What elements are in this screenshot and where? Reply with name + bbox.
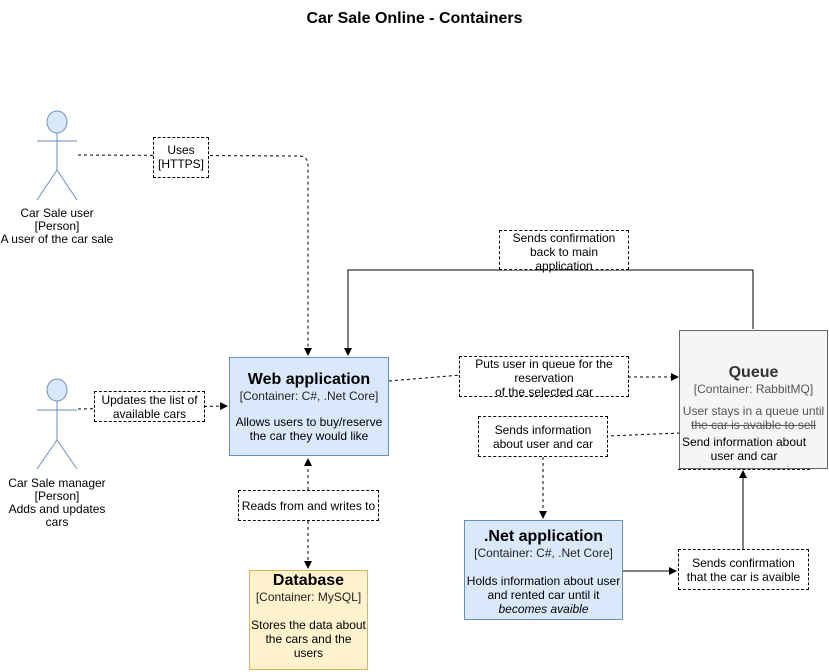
net-desc-line2: and rented car until it <box>487 588 600 602</box>
puts-queue-line2: reservation <box>514 371 574 385</box>
queue-name: Queue <box>728 364 779 381</box>
diagram-title: Car Sale Online - Containers <box>306 10 523 27</box>
puts-queue-connector <box>388 375 678 381</box>
confirm-back-line3: application <box>535 259 593 273</box>
puts-queue-line1: Puts user in queue for the <box>475 357 613 371</box>
user-type: [Person] <box>34 219 80 233</box>
user-actor-label: Car Sale user [Person] A user of the car… <box>0 207 118 246</box>
reads-writes-line1: Reads from and writes to <box>241 499 376 513</box>
queue-container[interactable]: Queue [Container: RabbitMQ] User stays i… <box>679 330 828 469</box>
web-application-name: Web application <box>247 371 371 388</box>
sends-info-label[interactable]: Sends information about user and car <box>478 416 608 457</box>
db-desc-line1: Stores the data about <box>251 618 366 632</box>
manager-description-2: cars <box>45 515 69 529</box>
uses-connector <box>77 154 312 356</box>
updates-label-line2: available cars <box>112 407 187 421</box>
database-container[interactable]: Database [Container: MySQL] Stores the d… <box>249 570 368 670</box>
manager-actor-label: Car Sale manager [Person] Adds and updat… <box>2 477 112 529</box>
manager-actor-figure <box>36 378 78 470</box>
queue-desc-line2: the car is avaible to sell <box>691 418 816 432</box>
net-desc-line1: Holds information about user <box>466 574 621 588</box>
web-application-description: Allows users to buy/reserve the car they… <box>230 415 388 443</box>
queue-description: User stays in a queue until the car is a… <box>680 404 827 432</box>
uses-label-line2: [HTTPS] <box>157 157 204 171</box>
manager-description-1: Adds and updates <box>8 502 106 516</box>
uses-label[interactable]: Uses [HTTPS] <box>153 137 209 178</box>
web-application-tech: [Container: C#, .Net Core] <box>239 389 379 403</box>
net-application-container[interactable]: .Net application [Container: C#, .Net Co… <box>464 520 623 620</box>
database-tech: [Container: MySQL] <box>255 590 362 604</box>
confirm-available-line2: that the car is avaible <box>686 570 801 584</box>
user-name: Car Sale user <box>20 206 94 220</box>
queue-sends-info-label[interactable]: Send information about user and car <box>678 435 810 470</box>
user-description: A user of the car sale <box>0 232 114 246</box>
queue-sends-info-line2: user and car <box>710 449 778 463</box>
database-name: Database <box>272 572 345 589</box>
confirm-back-line1: Sends confirmation <box>512 231 616 245</box>
queue-desc-line1: User stays in a queue until <box>682 404 825 418</box>
sends-info-connector <box>543 432 681 518</box>
manager-type: [Person] <box>34 489 80 503</box>
sends-info-line1: Sends information <box>494 423 592 437</box>
manager-name: Car Sale manager <box>8 476 106 490</box>
puts-queue-label[interactable]: Puts user in queue for the reservation o… <box>459 356 629 399</box>
web-desc-line2: the car they would like <box>249 429 369 443</box>
net-desc-line3: becomes avaible <box>498 602 589 616</box>
user-actor-figure <box>36 110 78 201</box>
confirm-available-label[interactable]: Sends confirmation that the car is avaib… <box>678 549 809 590</box>
updates-label[interactable]: Updates the list of available cars <box>94 391 205 422</box>
db-desc-line3: users <box>293 646 324 660</box>
database-description: Stores the data about the cars and the u… <box>250 618 367 660</box>
confirm-available-line1: Sends confirmation <box>692 556 795 570</box>
queue-sends-info-line1: Send information about <box>681 435 807 449</box>
confirm-back-line2: back to main <box>529 245 599 259</box>
net-application-description: Holds information about user and rented … <box>465 574 622 616</box>
db-desc-line2: the cars and the <box>265 632 352 646</box>
updates-label-line1: Updates the list of <box>101 393 198 407</box>
sends-info-line2: about user and car <box>492 437 594 451</box>
uses-label-line1: Uses <box>167 143 195 157</box>
queue-tech: [Container: RabbitMQ] <box>693 382 814 396</box>
confirm-back-label[interactable]: Sends confirmation back to main applicat… <box>499 230 629 273</box>
reads-writes-label[interactable]: Reads from and writes to <box>238 490 379 521</box>
web-application-container[interactable]: Web application [Container: C#, .Net Cor… <box>229 357 389 456</box>
puts-queue-line3: of the selected car <box>494 385 594 399</box>
net-application-name: .Net application <box>483 528 604 545</box>
confirm-back-connector <box>344 269 754 356</box>
web-desc-line1: Allows users to buy/reserve <box>235 415 383 429</box>
net-application-tech: [Container: C#, .Net Core] <box>474 546 613 560</box>
